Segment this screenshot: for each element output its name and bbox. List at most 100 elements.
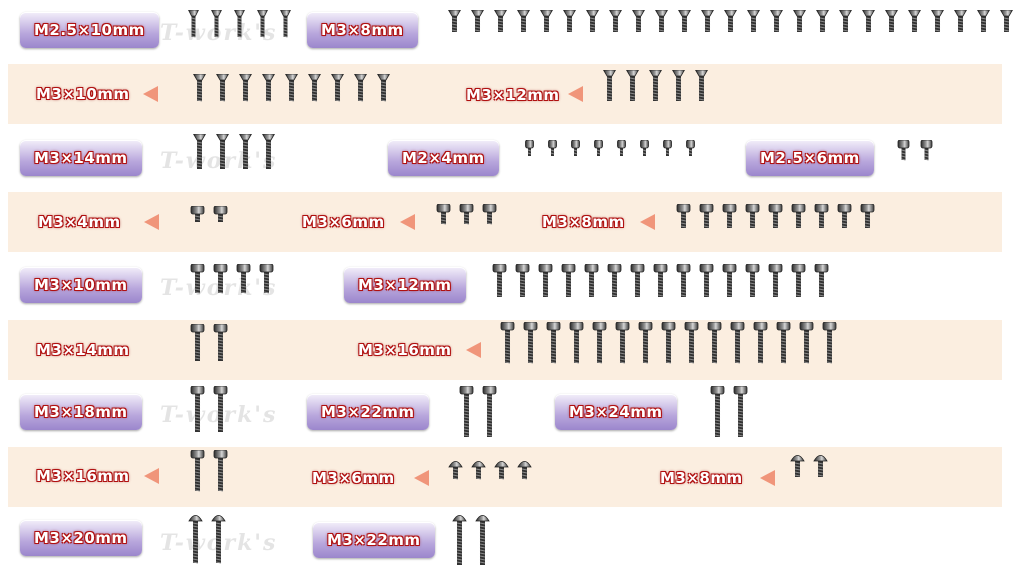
pointer-arrow-icon	[144, 468, 159, 484]
screw-row-svg	[459, 385, 497, 437]
screw-icon	[813, 455, 828, 477]
screw-icon	[470, 9, 485, 32]
screw-icon	[448, 461, 463, 480]
screw-row-svg	[790, 455, 828, 477]
screw-icon	[190, 323, 205, 361]
screw-group	[892, 139, 938, 167]
screw-group	[432, 203, 501, 231]
screw-icon	[279, 9, 292, 38]
screw-icon	[733, 385, 748, 437]
screw-icon	[187, 9, 200, 38]
size-label: M2.5×10mm	[20, 12, 159, 48]
screw-icon	[654, 9, 669, 32]
screw-row-svg	[492, 263, 829, 297]
screw-icon	[561, 263, 576, 297]
screw-icon	[661, 321, 676, 364]
screw-group	[186, 449, 232, 498]
pointer-arrow-icon	[144, 214, 159, 230]
row-band-4	[8, 192, 1002, 252]
screw-group	[518, 139, 702, 163]
screw-icon	[700, 9, 715, 32]
size-label: M3×10mm	[20, 267, 142, 303]
pointer-arrow-icon	[414, 470, 429, 486]
screw-icon	[768, 263, 783, 297]
screw-icon	[482, 203, 497, 225]
size-label: M3×6mm	[312, 469, 395, 487]
screw-icon	[539, 9, 554, 32]
size-label: M3×22mm	[307, 394, 429, 430]
size-label: M3×8mm	[542, 213, 625, 231]
screw-row-svg	[452, 515, 490, 565]
size-label: M3×16mm	[36, 467, 130, 485]
screw-icon	[631, 9, 646, 32]
screw-icon	[190, 205, 205, 222]
screw-row-svg	[190, 385, 228, 432]
screw-group	[488, 263, 833, 304]
size-label: M3×20mm	[20, 520, 142, 556]
screw-icon	[686, 139, 695, 156]
screw-icon	[492, 263, 507, 297]
screw-row-svg	[190, 323, 228, 361]
screw-row-svg	[500, 321, 837, 364]
screw-icon	[745, 203, 760, 228]
screw-icon	[723, 9, 738, 32]
size-label: M3×6mm	[302, 213, 385, 231]
screw-icon	[192, 73, 207, 102]
screw-icon	[776, 321, 791, 364]
screw-group	[186, 205, 232, 229]
size-label: M2.5×6mm	[746, 140, 874, 176]
size-label: M3×14mm	[20, 140, 142, 176]
row-band-7	[8, 384, 1002, 444]
screw-row-svg	[436, 203, 497, 225]
screw-group	[443, 9, 1018, 39]
screw-row-svg	[190, 263, 274, 294]
screw-icon	[722, 203, 737, 228]
pointer-arrow-icon	[400, 214, 415, 230]
screw-group	[188, 73, 395, 108]
screw-icon	[571, 139, 580, 156]
screw-icon	[188, 515, 203, 564]
screw-icon	[860, 203, 875, 228]
screw-icon	[607, 263, 622, 297]
size-label: M3×12mm	[344, 267, 466, 303]
screw-icon	[630, 263, 645, 297]
screw-icon	[562, 9, 577, 32]
screw-icon	[640, 139, 649, 156]
screw-icon	[897, 139, 910, 161]
screw-icon	[930, 9, 945, 32]
row-band-8	[8, 447, 1002, 507]
pointer-arrow-icon	[466, 342, 481, 358]
size-label: M3×14mm	[36, 341, 130, 359]
screw-icon	[500, 321, 515, 364]
screw-icon	[261, 133, 276, 169]
size-label: M3×10mm	[36, 85, 130, 103]
screw-icon	[791, 263, 806, 297]
screw-icon	[676, 263, 691, 297]
screw-row-svg	[192, 73, 391, 102]
size-label: M3×12mm	[466, 86, 560, 104]
screw-row-svg	[676, 203, 875, 228]
screw-icon	[548, 139, 557, 156]
screw-row-svg	[188, 515, 226, 564]
screw-icon	[615, 321, 630, 364]
size-label: M3×4mm	[38, 213, 121, 231]
screw-icon	[330, 73, 345, 102]
screw-icon	[459, 385, 474, 437]
screw-icon	[523, 321, 538, 364]
screw-icon	[261, 73, 276, 102]
screw-row-svg	[190, 205, 228, 222]
screw-icon	[884, 9, 899, 32]
screw-icon	[213, 205, 228, 222]
screw-row-svg	[525, 139, 695, 156]
screw-icon	[516, 9, 531, 32]
screw-icon	[259, 263, 274, 294]
screw-icon	[999, 9, 1014, 32]
screw-icon	[238, 133, 253, 169]
screw-icon	[753, 321, 768, 364]
screw-icon	[920, 139, 933, 161]
screw-icon	[353, 73, 368, 102]
screw-icon	[494, 461, 509, 480]
screw-group	[496, 321, 841, 370]
screw-icon	[730, 321, 745, 364]
screw-icon	[376, 73, 391, 102]
